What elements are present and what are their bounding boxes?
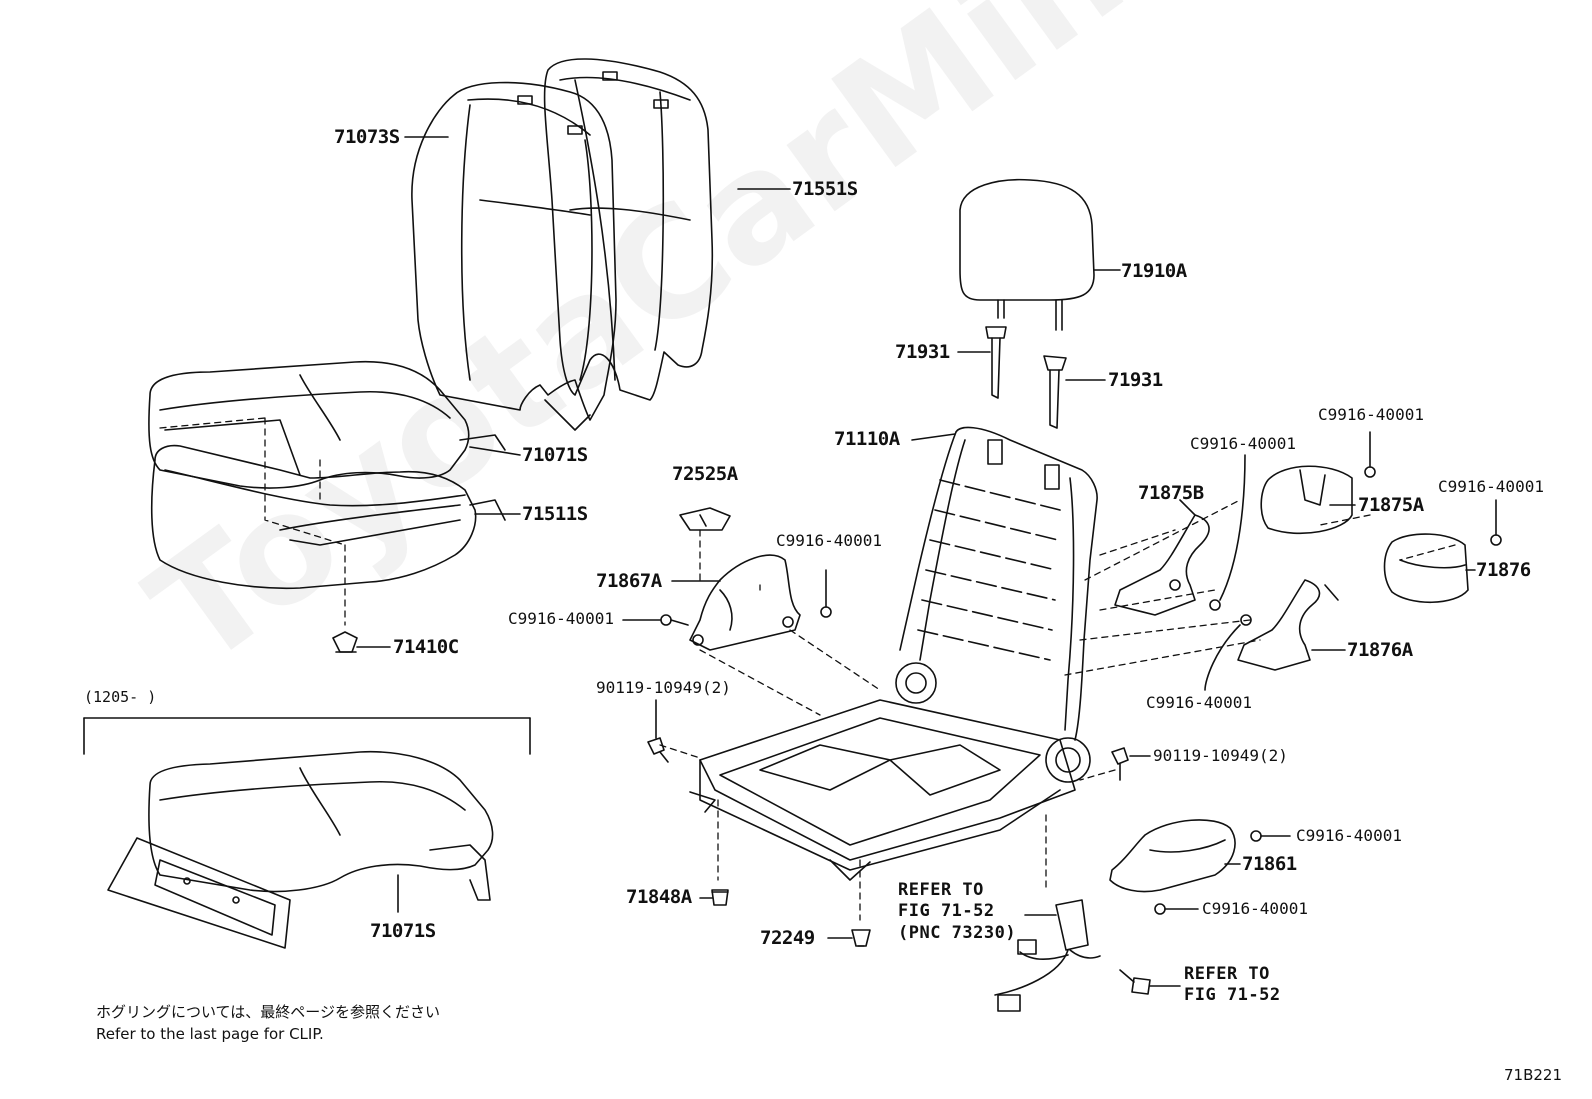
screw-icon-71867-left (660, 614, 689, 626)
label-71876: 71876 (1476, 559, 1531, 581)
label-71876A: 71876A (1347, 639, 1413, 661)
cover-71861 (1109, 819, 1236, 893)
figure-id: 71B221 (1504, 1066, 1563, 1084)
label-71875B: 71875B (1138, 482, 1204, 504)
label-71511S: 71511S (522, 503, 588, 525)
label-c9916-71876A: C9916-40001 (1146, 693, 1252, 712)
label-bolt-left: 90119-10949(2) (596, 678, 731, 697)
label-71931-a: 71931 (895, 341, 950, 363)
label-71110A: 71110A (834, 428, 900, 450)
cushion-cover-71071S (148, 360, 506, 489)
nut-icon-72249 (851, 929, 871, 947)
label-71551S: 71551S (792, 178, 858, 200)
variant-box (83, 717, 531, 755)
screw-icon-71861-top (1250, 830, 1291, 842)
seatback-pad-71551S (543, 58, 714, 401)
headrest-guide-right (1043, 355, 1067, 429)
label-72525A: 72525A (672, 463, 738, 485)
date-range: (1205- ) (84, 688, 157, 706)
cushion-cover-variant-71071S (107, 750, 494, 949)
cover-71867A (689, 554, 801, 651)
bolt-icon-buckle (1119, 969, 1181, 995)
refer-note-2: REFER TO FIG 71-52 (1184, 964, 1281, 1006)
guide-lines-cushion (159, 417, 346, 626)
leader-71875B (1179, 499, 1196, 516)
label-bolt-right: 90119-10949(2) (1153, 746, 1288, 765)
bolt-icon-right (1111, 747, 1151, 781)
label-c9916-71861-bottom: C9916-40001 (1202, 899, 1308, 918)
clip-icon (332, 631, 358, 653)
label-c9916-71876: C9916-40001 (1438, 477, 1544, 496)
guide-lines-frame (659, 499, 1456, 921)
label-71073S: 71073S (334, 126, 400, 148)
leader-71110A (911, 433, 956, 441)
cap-72525A (679, 507, 731, 531)
label-71931-b: 71931 (1108, 369, 1163, 391)
clip-note-english: Refer to the last page for CLIP. (96, 1025, 324, 1043)
label-71910A: 71910A (1121, 260, 1187, 282)
screw-icon-71875B (1209, 454, 1246, 611)
label-c9916-71875A: C9916-40001 (1318, 405, 1424, 424)
label-71848A: 71848A (626, 886, 692, 908)
label-72249: 72249 (760, 927, 815, 949)
clip-icon-71848A (711, 889, 729, 906)
label-71071S-bottom: 71071S (370, 920, 436, 942)
bolt-icon-left (647, 699, 669, 763)
screw-icon-71867-right (820, 569, 832, 618)
label-c9916-71867-left: C9916-40001 (508, 609, 614, 628)
label-c9916-71867-right: C9916-40001 (776, 531, 882, 550)
label-71875A: 71875A (1358, 494, 1424, 516)
bracket-71876A (1237, 579, 1339, 671)
headrest-guide-left (985, 326, 1007, 399)
headrest-71910A (959, 178, 1095, 331)
label-71410C: 71410C (393, 636, 459, 658)
seatback-cover-71073S (411, 81, 617, 431)
label-71071S-top: 71071S (522, 444, 588, 466)
label-c9916-71861-top: C9916-40001 (1296, 826, 1402, 845)
screw-icon-71876A (1204, 614, 1252, 691)
screw-icon-71861-bottom (1154, 903, 1199, 915)
screw-icon-71876 (1490, 499, 1502, 546)
label-71867A: 71867A (596, 570, 662, 592)
label-c9916-71875B: C9916-40001 (1190, 434, 1296, 453)
label-71861: 71861 (1242, 853, 1297, 875)
cover-71875A (1260, 465, 1353, 535)
screw-icon-71875A (1364, 431, 1376, 478)
seat-belt-buckle (994, 899, 1101, 1012)
cover-71876 (1383, 533, 1469, 604)
clip-note-japanese: ホグリングについては、最終ページを参照ください (96, 1003, 440, 1021)
refer-note-1: REFER TO FIG 71-52 (PNC 73230) (898, 880, 1017, 943)
bracket-71875B (1114, 514, 1210, 616)
leader-71071S-top (469, 446, 521, 456)
seat-frame-71110A (689, 426, 1098, 881)
